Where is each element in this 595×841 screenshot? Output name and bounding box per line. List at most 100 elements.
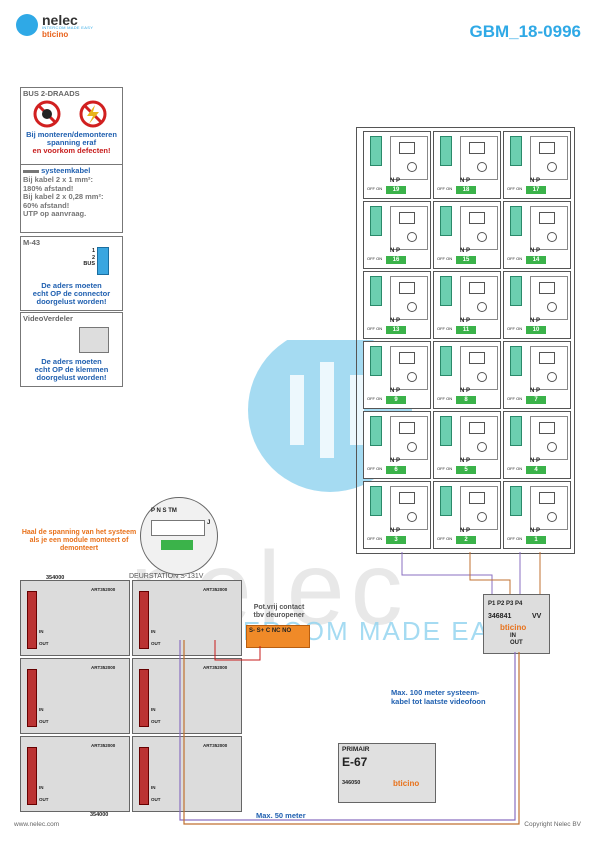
nelec-logo-icon (16, 14, 38, 36)
knob-icon (477, 512, 487, 522)
m43-line2: echt OP de connector (32, 289, 111, 298)
video-panel: VideoVerdeler De aders moeten echt OP de… (20, 312, 123, 387)
video-distributor-icon (79, 327, 109, 353)
off-on-label: OFF ON (507, 536, 523, 541)
bus-line1: Bij monteren/demonteren (26, 130, 117, 139)
knob-icon (477, 232, 487, 242)
terminal-block-icon (440, 136, 452, 166)
knob-icon (547, 162, 557, 172)
pot-line2: tbv deuropener (253, 612, 305, 619)
cable-icon (23, 169, 39, 173)
monitor-icon (460, 276, 498, 320)
power-note: Haal de spanning van het systeem als je … (21, 529, 137, 552)
terminal-block-icon (510, 206, 522, 236)
unit-number: 18 (456, 186, 476, 194)
module-cable-icon (27, 747, 37, 805)
off-on-label: OFF ON (437, 466, 453, 471)
distance-100-line1: Max. 100 meter systeem- (391, 688, 480, 697)
module-art-label: ART352000 (91, 665, 116, 670)
cable-line1: Bij kabel 2 x 1 mm²: (23, 175, 94, 184)
dip-switch-icon (151, 520, 205, 536)
terminal-block-icon (440, 276, 452, 306)
off-on-label: OFF ON (367, 186, 383, 191)
m43-title: M-43 (23, 238, 41, 247)
off-on-label: OFF ON (437, 326, 453, 331)
distributor-in: IN (510, 633, 516, 639)
terminal-block-icon (370, 136, 382, 166)
m43-panel: M-43 1 2 BUS De aders moeten echt OP de … (20, 236, 123, 311)
monitor-icon (390, 346, 428, 390)
module-out-label: OUT (151, 719, 161, 724)
np-label: N P (460, 528, 471, 534)
module-art-label: ART352000 (203, 587, 228, 592)
screen-icon (399, 422, 415, 434)
module-in-label: IN (39, 785, 44, 790)
knob-icon (547, 302, 557, 312)
off-on-label: OFF ON (507, 326, 523, 331)
distributor-vv: VV (532, 613, 542, 620)
np-label: N P (460, 248, 471, 254)
unit-number: 15 (456, 256, 476, 264)
module-in-label: IN (151, 629, 156, 634)
unit-number: 13 (386, 326, 406, 334)
screen-icon (469, 212, 485, 224)
pot-line1: Pot.vrij contact (253, 604, 305, 611)
screen-icon (469, 142, 485, 154)
module-354000-bottom: 354000 (90, 812, 109, 818)
off-on-label: OFF ON (437, 256, 453, 261)
module-cable-icon (139, 747, 149, 805)
terminal-block-icon (510, 346, 522, 376)
screen-icon (469, 422, 485, 434)
off-on-label: OFF ON (437, 186, 453, 191)
screen-icon (469, 282, 485, 294)
bticino-brand: bticino (42, 30, 69, 39)
bus-panel-title: BUS 2-DRAADS (23, 89, 80, 98)
module-in-label: IN (151, 707, 156, 712)
cable-line4: 60% afstand! (23, 200, 70, 210)
m43-terminal-1: 1 (91, 248, 95, 254)
unit-number: 9 (386, 396, 406, 404)
no-voltage-icon (33, 100, 107, 128)
relay-contact-block: S- S+ C NC NO (246, 625, 310, 648)
m43-terminal-2: 2 (91, 254, 95, 261)
np-label: N P (530, 388, 541, 394)
brand-tagline: INTERCOM MADE EASY (42, 25, 94, 30)
screen-icon (539, 282, 555, 294)
distributor-out: OUT (510, 640, 523, 646)
unit-number: 7 (526, 396, 546, 404)
unit-number: 19 (386, 186, 406, 194)
unit-number: 17 (526, 186, 546, 194)
dip-jumper-label: J (207, 520, 211, 526)
knob-icon (547, 372, 557, 382)
dip-switch-zoom: P N S TM J (140, 497, 218, 575)
terminal-block-icon (510, 486, 522, 516)
screen-icon (399, 212, 415, 224)
module-out-label: OUT (151, 641, 161, 646)
unit-number: 8 (456, 396, 476, 404)
off-on-label: OFF ON (437, 536, 453, 541)
distributor-brand: bticino (500, 623, 527, 632)
bus-line2: spanning eraf (46, 138, 97, 147)
off-on-label: OFF ON (367, 326, 383, 331)
module-354000-top: 354000 (46, 575, 65, 581)
terminal-block-icon (370, 206, 382, 236)
screen-icon (539, 352, 555, 364)
cable-panel: systeemkabel Bij kabel 2 x 1 mm²: 180% a… (20, 164, 123, 233)
monitor-icon (460, 206, 498, 250)
np-label: N P (390, 318, 401, 324)
monitor-icon (390, 136, 428, 180)
distance-100-line2: kabel tot laatste videofoon (391, 697, 486, 706)
module-art-label: ART352000 (203, 665, 228, 670)
off-on-label: OFF ON (507, 256, 523, 261)
terminal-block-icon (440, 346, 452, 376)
